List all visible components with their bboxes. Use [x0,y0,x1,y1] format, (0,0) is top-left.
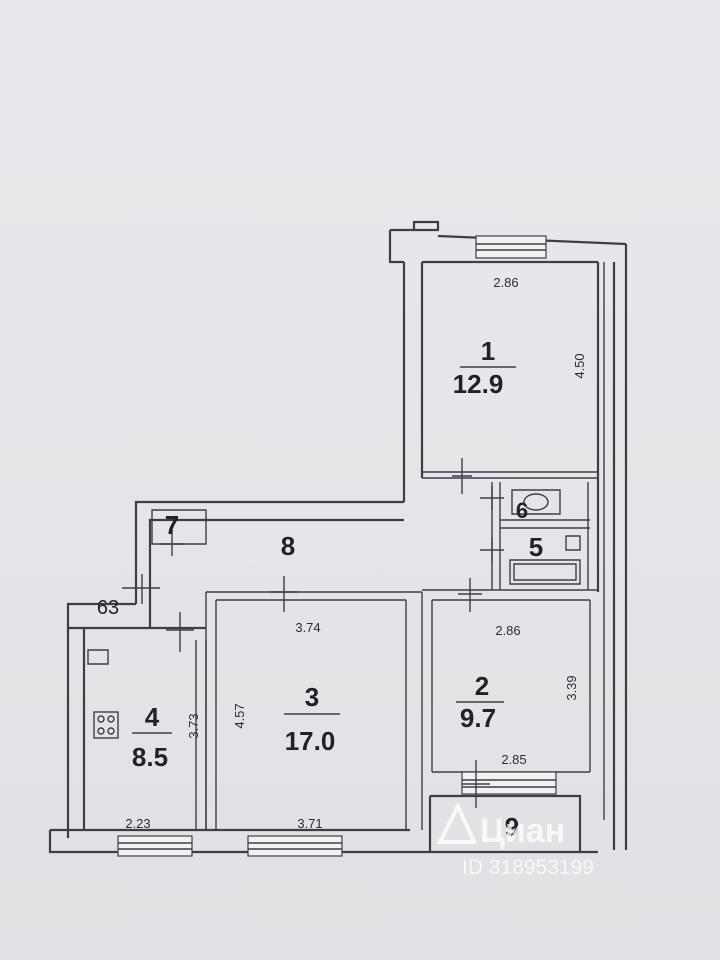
dim-room2-length: 3.39 [564,675,579,700]
dim-corridor-width: 63 [97,597,119,619]
watermark: Циан ID 318953199 [436,801,594,879]
dimensions: 2.86 4.50 2.86 3.39 2.85 3.74 4.57 3.71 … [97,275,587,831]
room-9-number: 9 [505,812,519,842]
dim-room3-width-top: 3.74 [295,620,320,635]
room-2-label: 2 9.7 [456,671,504,733]
dim-room1-length: 4.50 [572,353,587,378]
room-number: 3 [305,682,319,712]
dim-room4-length: 3.73 [186,713,201,738]
room-area: 9.7 [460,703,496,733]
room-8-number: 8 [281,531,295,561]
room-7-number: 7 [165,510,179,540]
logo-icon [436,801,478,844]
room-area: 17.0 [285,726,336,756]
window-room1 [475,235,547,259]
room-area: 12.9 [453,369,504,399]
dim-room2-width-bottom: 2.85 [501,752,526,767]
window-kitchen [117,835,193,857]
watermark-id: ID 318953199 [462,856,594,879]
dim-room2-width-top: 2.86 [495,623,520,638]
windows [117,235,557,857]
room-number: 4 [145,702,160,732]
window-room2 [461,771,557,795]
dim-room4-width: 2.23 [125,816,150,831]
door-marks [122,458,504,808]
room-1-label: 1 12.9 [453,336,516,399]
room-number: 2 [475,671,489,701]
room-3-label: 3 17.0 [284,682,340,756]
room-6-number: 6 [516,498,528,523]
room-4-label: 4 8.5 [132,702,172,772]
window-room3 [247,835,343,857]
dim-room3-length: 4.57 [232,703,247,728]
outer-walls [48,220,628,854]
dim-room1-width: 2.86 [493,275,518,290]
room-area: 8.5 [132,742,168,772]
room-5-number: 5 [529,532,543,562]
dim-room3-width-bottom: 3.71 [297,816,322,831]
room-number: 1 [481,336,495,366]
watermark-brand: Циан [480,812,565,850]
